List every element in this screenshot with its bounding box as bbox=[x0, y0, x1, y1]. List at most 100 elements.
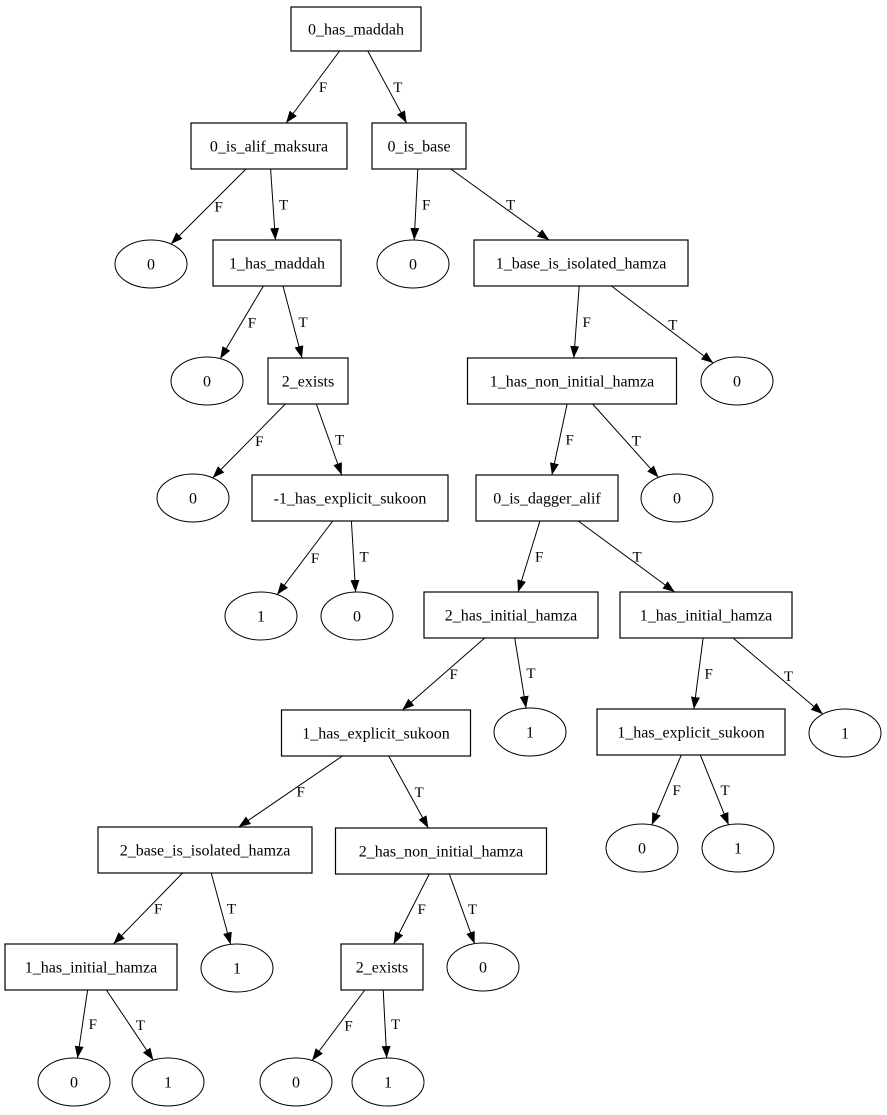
edge-label-t: T bbox=[526, 666, 535, 682]
node-label: 2_has_initial_hamza bbox=[445, 608, 577, 625]
edge-n_1_has_maddah-n_2_exists_top: T bbox=[282, 285, 308, 359]
leaf-node-l1a: 1 bbox=[224, 591, 298, 641]
edge-label-f: F bbox=[422, 198, 430, 214]
leaf-node-l1g: 1 bbox=[351, 1057, 425, 1107]
edge-n_1_init_b-l1f: T bbox=[105, 989, 154, 1061]
leaf-value: 0 bbox=[203, 374, 211, 391]
edge-label-t: T bbox=[360, 550, 369, 566]
edge-n_m1_sukoon-l0g: T bbox=[350, 520, 369, 593]
edge-n_2_exists_top-n_m1_sukoon: T bbox=[315, 403, 344, 476]
leaf-node-l0k: 0 bbox=[259, 1057, 333, 1107]
edge-label-f: F bbox=[248, 315, 256, 331]
edge-label-f: F bbox=[566, 433, 574, 449]
edge-label-t: T bbox=[468, 902, 477, 918]
decision-node-n_dagger: 0_is_dagger_alif bbox=[475, 474, 619, 522]
edge-label-f: F bbox=[450, 667, 458, 683]
edge-label-f: F bbox=[215, 200, 223, 216]
leaf-value: 1 bbox=[257, 609, 265, 626]
edge-n_1_sukoon_m-n_2_base_iso: F bbox=[238, 755, 343, 828]
leaf-node-l0c: 0 bbox=[170, 356, 244, 406]
edge-n_dagger-n_2_init: F bbox=[517, 520, 543, 593]
edge-n_2_init-n_1_sukoon_m: F bbox=[401, 637, 486, 711]
decision-node-n_2_init: 2_has_initial_hamza bbox=[423, 591, 599, 639]
node-label: 0_is_dagger_alif bbox=[493, 491, 601, 508]
edge-n_1_init_r-n_1_sukoon_r: F bbox=[690, 637, 713, 710]
edge-label-f: F bbox=[344, 1018, 352, 1034]
leaf-value: 0 bbox=[733, 374, 741, 391]
edge-label-t: T bbox=[415, 785, 424, 801]
leaf-value: 1 bbox=[233, 961, 241, 978]
edge-label-t: T bbox=[335, 433, 344, 449]
edge-n_2_non_init-l0i: T bbox=[448, 873, 477, 944]
edge-n_m1_sukoon-l1a: F bbox=[276, 520, 334, 595]
leaf-value: 0 bbox=[70, 1075, 78, 1092]
leaf-node-l0g: 0 bbox=[320, 591, 394, 641]
edge-n_2_exists_b-l0k: F bbox=[311, 989, 366, 1061]
leaf-node-l1b: 1 bbox=[493, 707, 567, 757]
edge-n_1_sukoon_r-l0h: F bbox=[651, 754, 682, 826]
edge-label-f: F bbox=[535, 550, 543, 566]
edge-n_1_init_b-l0j: F bbox=[74, 989, 97, 1059]
node-label: 1_has_non_initial_hamza bbox=[490, 374, 654, 391]
leaf-value: 0 bbox=[673, 491, 681, 508]
edge-n_1_has_maddah-l0c: F bbox=[219, 285, 264, 359]
edge-label-f: F bbox=[319, 80, 327, 96]
decision-node-n_1_sukoon_m: 1_has_explicit_sukoon bbox=[280, 709, 472, 757]
leaf-value: 0 bbox=[479, 960, 487, 977]
decision-node-n_2_exists_b: 2_exists bbox=[340, 943, 424, 991]
edge-label-t: T bbox=[784, 669, 793, 685]
node-label: 2_base_is_isolated_hamza bbox=[120, 843, 291, 860]
edge-label-f: F bbox=[583, 315, 591, 331]
leaf-value: 0 bbox=[353, 609, 361, 626]
edge-n_2_base_iso-l1e: T bbox=[210, 872, 236, 945]
edge-n_1_base_iso-n_1_non_init: F bbox=[570, 285, 591, 359]
edge-n_alif_maksura-l0a: F bbox=[170, 168, 247, 245]
edge-label-f: F bbox=[311, 551, 319, 567]
decision-node-n_1_has_maddah: 1_has_maddah bbox=[212, 239, 342, 287]
edge-n_is_base-n_1_base_iso: T bbox=[450, 168, 550, 241]
edge-n_root-n_alif_maksura: F bbox=[285, 50, 341, 124]
node-label: 1_has_maddah bbox=[229, 256, 325, 273]
node-label: 2_exists bbox=[282, 374, 334, 391]
leaf-node-l0i: 0 bbox=[446, 942, 520, 992]
leaf-node-l0j: 0 bbox=[37, 1057, 111, 1107]
decision-node-n_alif_maksura: 0_is_alif_maksura bbox=[190, 122, 348, 170]
edge-label-f: F bbox=[418, 902, 426, 918]
edge-n_1_sukoon_m-n_2_non_init: T bbox=[388, 755, 429, 829]
decision-node-n_1_init_r: 1_has_initial_hamza bbox=[619, 591, 793, 639]
edge-label-t: T bbox=[391, 1017, 400, 1033]
leaf-value: 0 bbox=[409, 257, 417, 274]
edge-label-t: T bbox=[393, 80, 402, 96]
leaf-node-l0a: 0 bbox=[114, 239, 188, 289]
edge-label-t: T bbox=[299, 315, 308, 331]
edge-n_root-n_is_base: T bbox=[367, 50, 408, 124]
edge-label-t: T bbox=[279, 198, 288, 214]
node-label: 1_has_initial_hamza bbox=[25, 960, 157, 977]
edge-n_2_base_iso-n_1_init_b: F bbox=[113, 872, 183, 945]
leaf-value: 0 bbox=[638, 841, 646, 858]
node-label: 2_has_non_initial_hamza bbox=[359, 844, 523, 861]
decision-node-n_2_base_iso: 2_base_is_isolated_hamza bbox=[97, 826, 313, 874]
edge-label-t: T bbox=[227, 902, 236, 918]
node-label: 1_base_is_isolated_hamza bbox=[496, 256, 667, 273]
edge-label-f: F bbox=[89, 1017, 97, 1033]
edge-n_1_non_init-l0f: T bbox=[592, 403, 659, 478]
decision-node-n_is_base: 0_is_base bbox=[371, 122, 467, 170]
leaf-value: 1 bbox=[526, 725, 534, 742]
leaf-node-l1e: 1 bbox=[200, 943, 274, 993]
node-label: 0_is_alif_maksura bbox=[210, 139, 328, 156]
edge-label-t: T bbox=[721, 783, 730, 799]
leaf-value: 0 bbox=[189, 491, 197, 508]
edge-n_2_non_init-n_2_exists_b: F bbox=[393, 873, 430, 945]
decision-node-n_2_exists_top: 2_exists bbox=[267, 357, 349, 405]
node-label: 1_has_explicit_sukoon bbox=[302, 726, 450, 743]
leaf-node-l0b: 0 bbox=[376, 239, 450, 289]
node-label: 0_has_maddah bbox=[308, 22, 404, 39]
leaf-node-l1d: 1 bbox=[701, 823, 775, 873]
edge-label-f: F bbox=[673, 783, 681, 799]
decision-node-n_1_sukoon_r: 1_has_explicit_sukoon bbox=[596, 708, 786, 756]
leaf-node-l1f: 1 bbox=[131, 1057, 205, 1107]
node-label: 0_is_base bbox=[387, 139, 450, 156]
